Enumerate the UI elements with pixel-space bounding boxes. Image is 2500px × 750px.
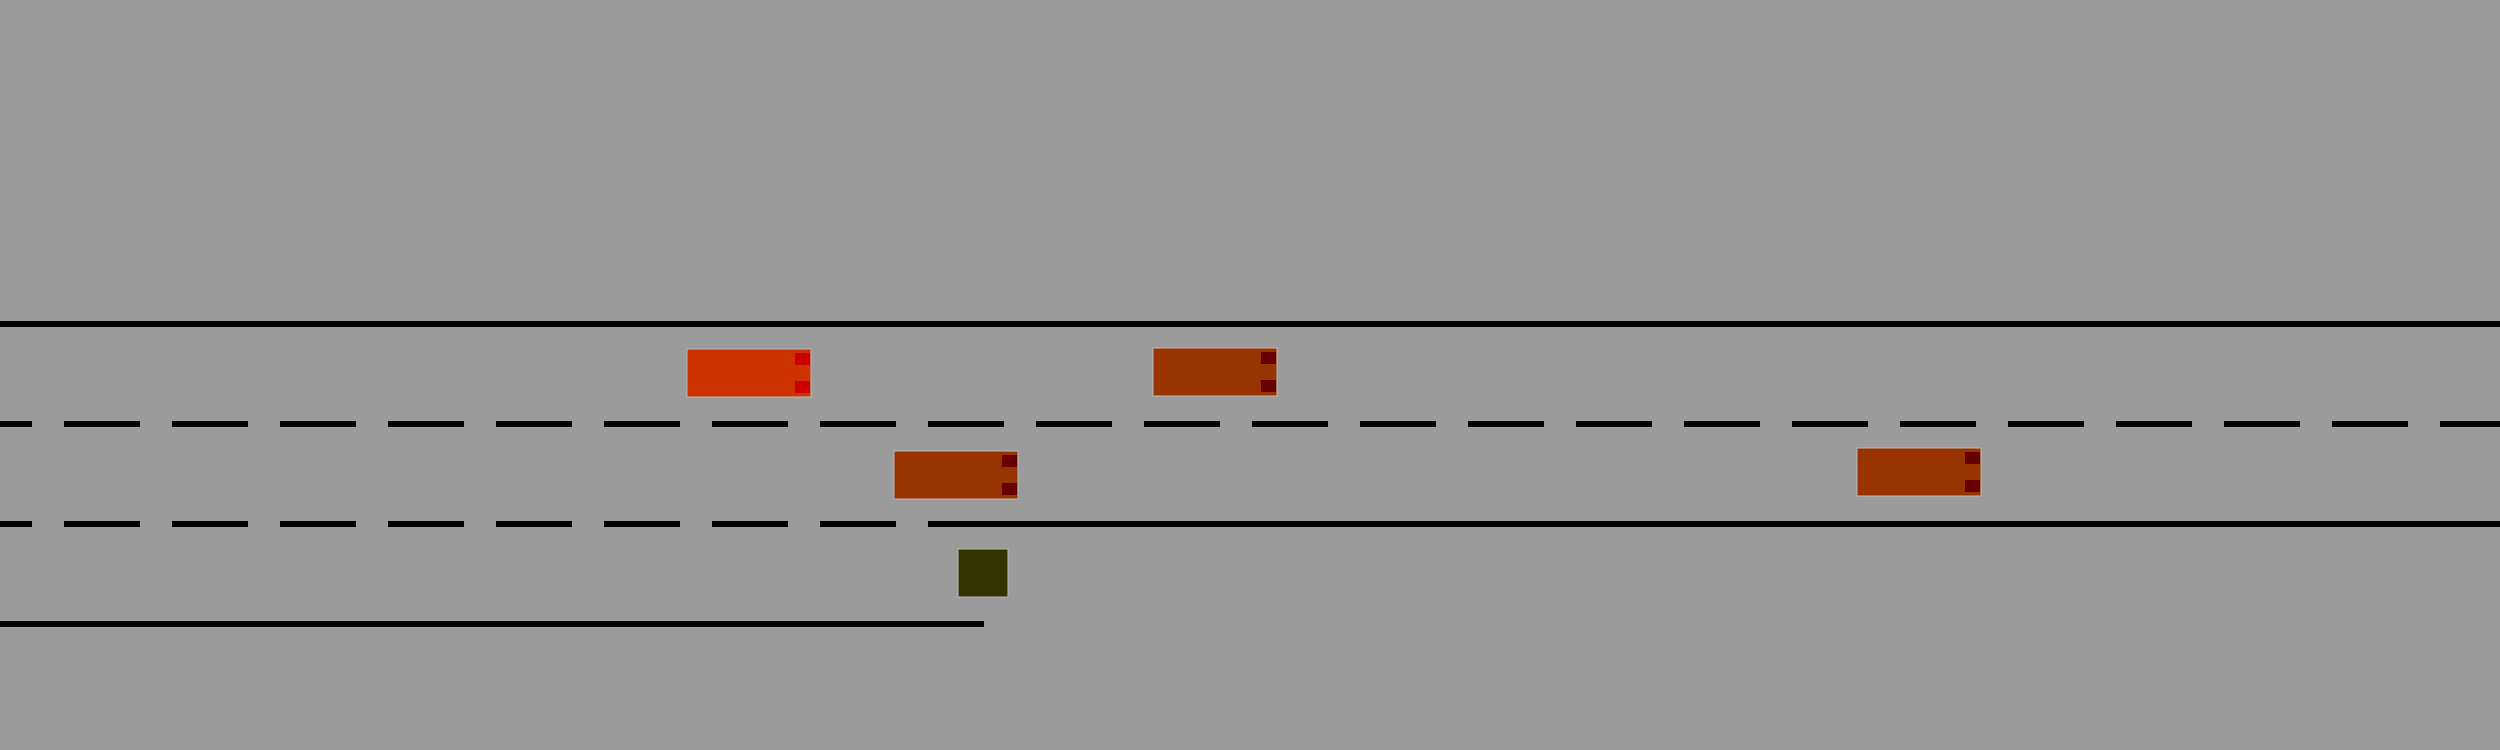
vehicle-3 (1856, 447, 1982, 497)
obstacle (957, 548, 1009, 598)
vehicle-2-light-bottom (1002, 483, 1017, 495)
vehicle-2 (893, 450, 1019, 500)
ego-vehicle-light-bottom (795, 381, 810, 393)
vehicle-1-body (1152, 347, 1278, 397)
ego-vehicle-light-top (795, 353, 810, 365)
vehicle-3-body (1856, 447, 1982, 497)
vehicle-3-light-top (1965, 452, 1980, 464)
vehicle-2-light-top (1002, 455, 1017, 467)
vehicle-1-light-bottom (1261, 380, 1276, 392)
ego-vehicle-body (686, 348, 812, 398)
vehicle-1 (1152, 347, 1278, 397)
ego-vehicle (686, 348, 812, 398)
vehicle-2-body (893, 450, 1019, 500)
vehicle-3-light-bottom (1965, 480, 1980, 492)
vehicle-1-light-top (1261, 352, 1276, 364)
